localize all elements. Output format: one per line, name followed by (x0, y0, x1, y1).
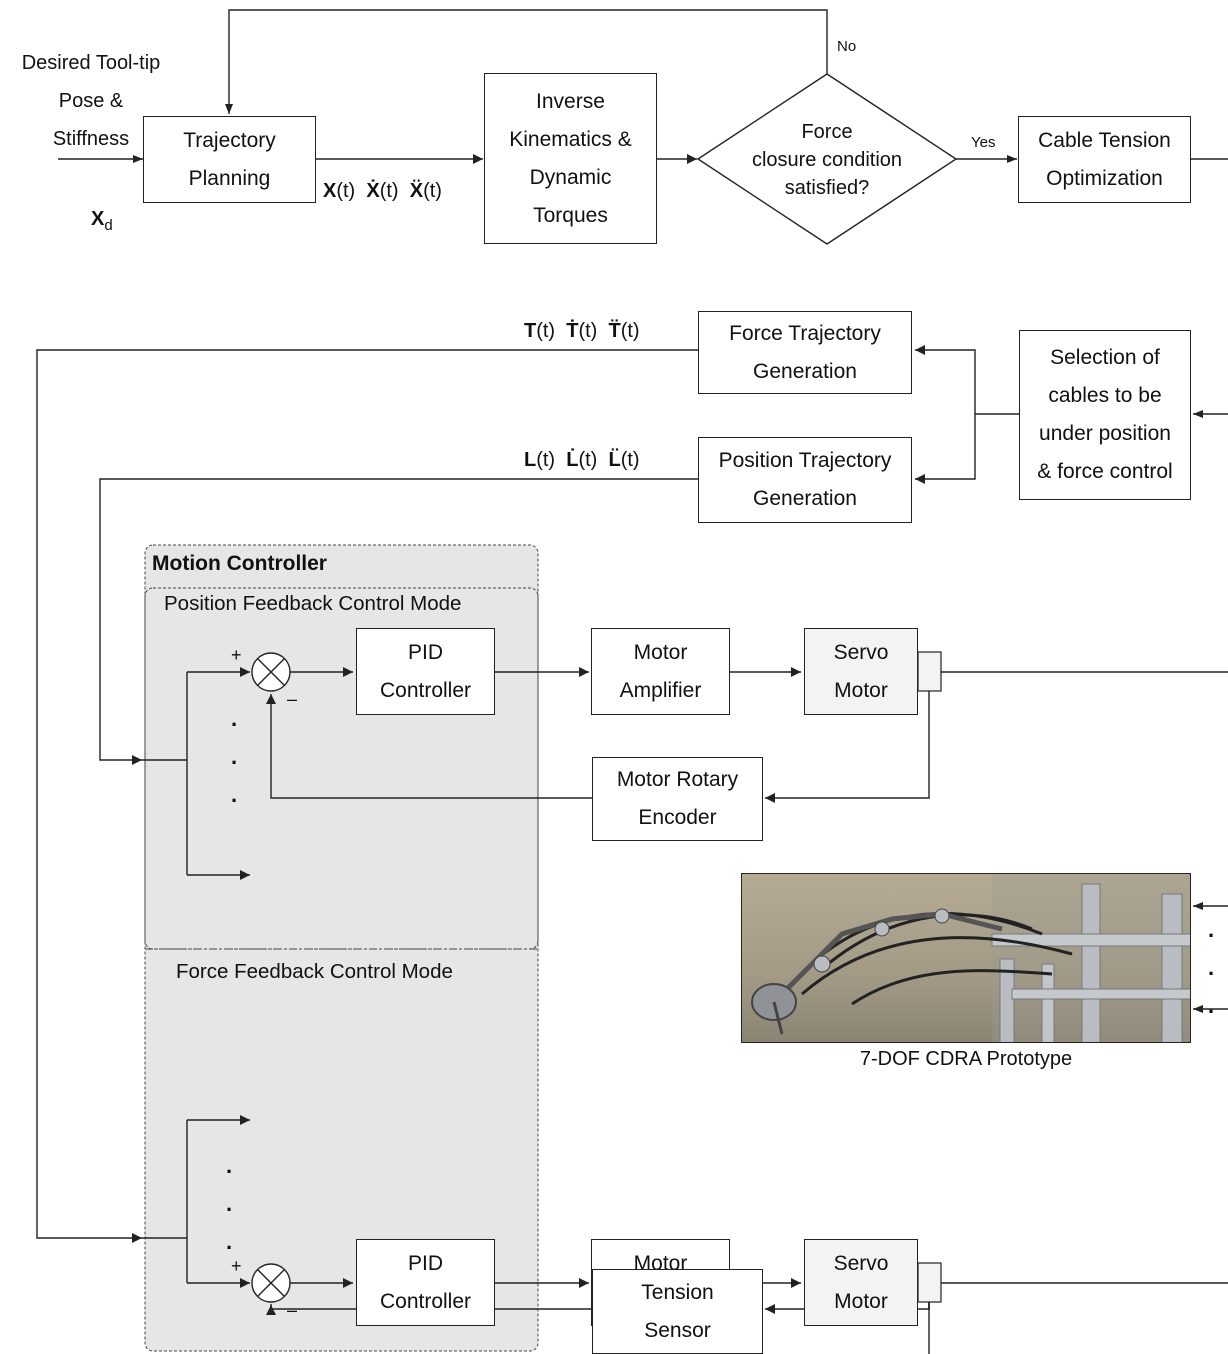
t-dot-arg: (t) (578, 320, 598, 342)
prototype-photo (741, 873, 1191, 1043)
position-feedback (266, 694, 592, 799)
sel-to-pos-traj (915, 414, 976, 484)
position-trajectory-block: Position Trajectory Generation (698, 437, 912, 523)
yes-label: Yes (971, 134, 996, 151)
minus-sign-force: – (287, 1300, 298, 1320)
inverse-kinematics-block: Inverse Kinematics & Dynamic Torques (484, 73, 657, 244)
l-symbol: L (524, 449, 537, 471)
xd-symbol: X (91, 208, 105, 230)
xd-subscript: d (104, 217, 113, 234)
t-signals: T(t) Ṫ(t) T̈(t) (524, 320, 640, 343)
no-label: No (837, 38, 857, 55)
servo-motor-position: Servo Motor (804, 628, 918, 715)
l-dot-symbol: L̇ (566, 449, 579, 471)
x-ddot-symbol: Ẍ (409, 180, 424, 202)
t-dot-symbol: Ṫ (566, 320, 579, 342)
xd-label: Xd (91, 183, 113, 235)
prototype-illustration (742, 874, 1190, 1042)
force-trajectory-block: Force Trajectory Generation (698, 311, 912, 394)
t-arg: (t) (536, 320, 556, 342)
x-dot-symbol: Ẋ (366, 180, 380, 202)
minus-sign-position: – (287, 689, 298, 709)
prototype-input-ellipsis: . . . (1208, 917, 1215, 1018)
l-dot-arg: (t) (578, 449, 598, 471)
encoder-feed (765, 691, 930, 803)
plus-sign-force: + (231, 1256, 242, 1276)
l-signals: L(t) L̇(t) L̈(t) (524, 449, 640, 472)
force-traj-signal (36, 349, 698, 1243)
position-channel-ellipsis: . . . (231, 706, 238, 807)
x-arg: (t) (336, 180, 356, 202)
x-symbol: X (323, 180, 337, 202)
x-ddot-arg: (t) (423, 180, 442, 202)
pid-controller-force: PID Controller (356, 1239, 495, 1326)
cable-tension-block: Cable Tension Optimization (1018, 116, 1191, 203)
t-ddot-arg: (t) (620, 320, 640, 342)
trajectory-planning-block: Trajectory Planning (143, 116, 316, 203)
force-closure-text: Force closure condition satisfied? (751, 121, 903, 199)
t-ddot-symbol: T̈ (608, 320, 621, 342)
desired-input-label: Desired Tool-tip Pose & Stiffness (21, 52, 161, 150)
tension-sensor: Tension Sensor (592, 1269, 763, 1354)
force-channel-ellipsis: . . . (226, 1153, 233, 1254)
l-ddot-symbol: L̈ (608, 449, 621, 471)
motion-controller-title: Motion Controller (152, 552, 327, 575)
cable-selection-block: Selection of cables to be under position… (1019, 330, 1191, 500)
x-dot-arg: (t) (379, 180, 399, 202)
no-loop (225, 9, 828, 114)
l-arg: (t) (536, 449, 556, 471)
position-mode-title: Position Feedback Control Mode (164, 592, 462, 615)
prototype-caption: 7-DOF CDRA Prototype (859, 1048, 1073, 1070)
motor-amplifier-position: Motor Amplifier (591, 628, 730, 715)
sel-to-force-traj (915, 345, 976, 414)
servo-motor-force: Servo Motor (804, 1239, 918, 1326)
motion-controller-panel (144, 544, 539, 1352)
t-symbol: T (524, 320, 537, 342)
force-mode-title: Force Feedback Control Mode (176, 960, 453, 983)
pid-controller-position: PID Controller (356, 628, 495, 715)
motor-rotary-encoder: Motor Rotary Encoder (592, 757, 763, 841)
x-signals: X(t) Ẋ(t) Ẍ(t) (323, 180, 442, 203)
position-traj-signal (99, 478, 698, 765)
l-ddot-arg: (t) (620, 449, 640, 471)
plus-sign-position: + (231, 645, 242, 665)
force-closure-diamond (696, 73, 958, 245)
